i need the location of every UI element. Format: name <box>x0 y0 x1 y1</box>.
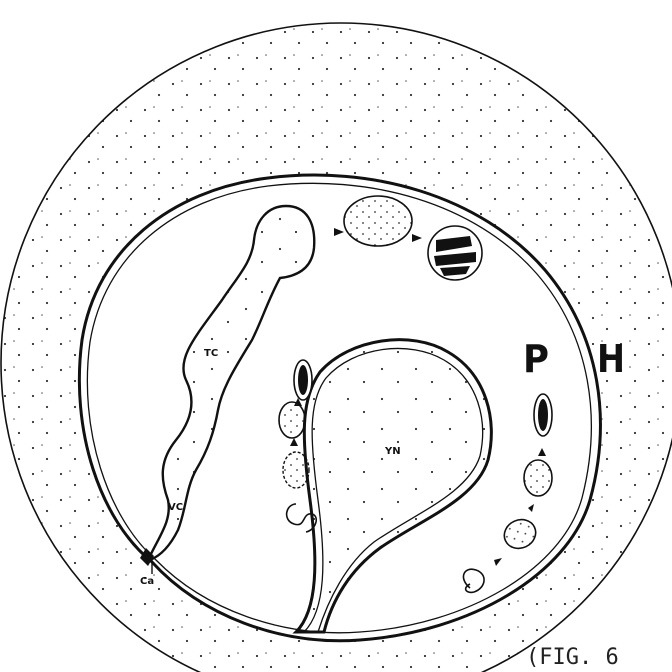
figure-caption: (FIG. 6 <box>526 645 619 670</box>
label-vc: VC <box>168 502 183 513</box>
label-tc: TC <box>204 348 218 359</box>
label-yn: YN <box>384 446 401 457</box>
dense-granule <box>428 226 482 280</box>
label-ca: Ca <box>140 576 154 587</box>
vesicle-top-1 <box>344 196 412 246</box>
label-h: H <box>597 337 625 381</box>
label-p: P <box>523 337 549 381</box>
